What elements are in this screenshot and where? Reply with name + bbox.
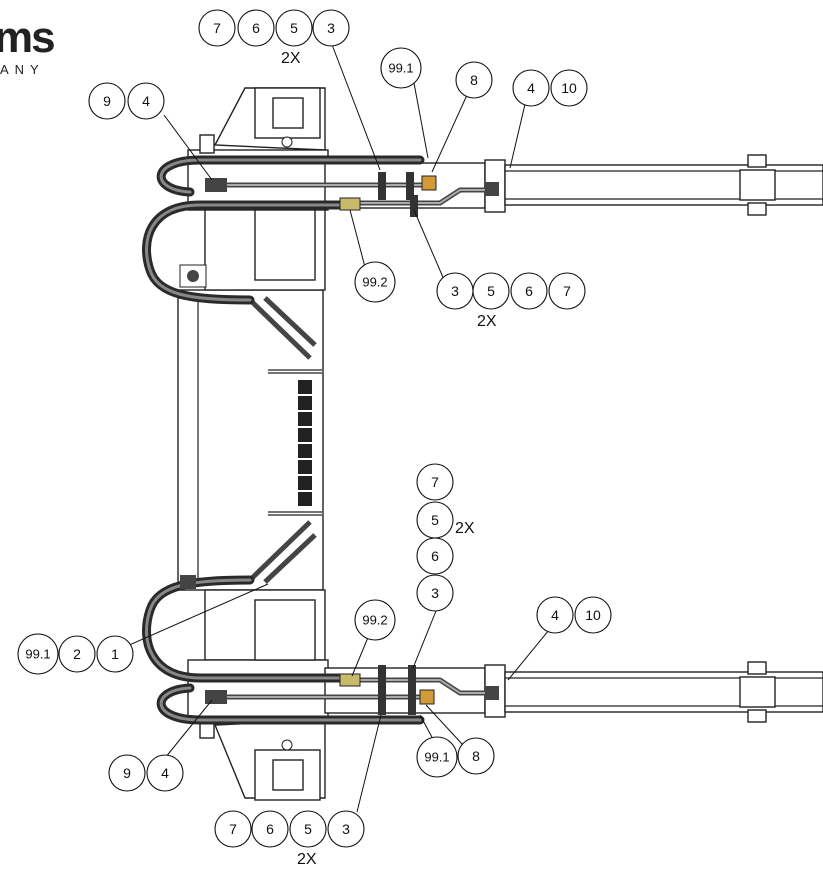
- steel-tubes: [210, 182, 495, 700]
- balloon-top-99-1: 99.1: [380, 47, 422, 89]
- balloon-mid-r-5: 5: [472, 272, 510, 310]
- balloon-bot-99-2: 99.2: [354, 599, 396, 641]
- svg-text:3: 3: [451, 283, 459, 299]
- balloon-col-3: 3: [416, 574, 454, 612]
- svg-text:10: 10: [585, 607, 601, 623]
- balloon-bot-1: 1: [96, 635, 134, 673]
- balloon-top-4r: 4: [512, 69, 550, 107]
- balloon-top-7: 7: [198, 9, 236, 47]
- bottom-arm: [324, 661, 823, 723]
- balloon-mid-r-6: 6: [510, 272, 548, 310]
- leader-lines: [126, 41, 550, 813]
- logo-main-text: ms: [0, 13, 54, 62]
- svg-text:6: 6: [431, 548, 439, 564]
- svg-text:7: 7: [431, 474, 439, 490]
- balloon-top-8: 8: [455, 61, 493, 99]
- svg-text:99.2: 99.2: [362, 275, 387, 290]
- svg-text:3: 3: [431, 585, 439, 601]
- balloon-bot-2: 2: [58, 635, 96, 673]
- balloon-bot-9: 9: [108, 754, 146, 792]
- balloon-col-5: 5: [416, 501, 454, 539]
- qty-middle: 2X: [455, 520, 475, 537]
- svg-text:2: 2: [73, 646, 81, 662]
- balloon-mid-r-7: 7: [548, 272, 586, 310]
- svg-text:6: 6: [266, 821, 274, 837]
- qty-bottom: 2X: [297, 851, 317, 868]
- balloon-top-99-2: 99.2: [354, 261, 396, 303]
- logo-sub-text: ANY: [0, 62, 45, 77]
- balloon-top-4l: 4: [127, 82, 165, 120]
- svg-text:8: 8: [472, 748, 480, 764]
- balloon-mid-r-3: 3: [436, 272, 474, 310]
- qty-top-right: 2X: [477, 313, 497, 330]
- svg-text:4: 4: [161, 765, 169, 781]
- svg-text:9: 9: [103, 93, 111, 109]
- svg-text:3: 3: [327, 20, 335, 36]
- svg-text:9: 9: [123, 765, 131, 781]
- balloon-col-6: 6: [416, 537, 454, 575]
- balloon-top-10: 10: [550, 69, 588, 107]
- balloon-bot-4r: 4: [536, 596, 574, 634]
- svg-text:6: 6: [252, 20, 260, 36]
- valve-stack: [298, 380, 312, 506]
- balloon-bot-99-1l: 99.1: [17, 633, 59, 675]
- company-logo: ms ANY: [0, 13, 56, 77]
- svg-text:4: 4: [551, 607, 559, 623]
- svg-text:4: 4: [142, 93, 150, 109]
- svg-text:1: 1: [111, 646, 119, 662]
- top-mount-bracket: [187, 87, 329, 281]
- svg-text:7: 7: [563, 283, 571, 299]
- svg-text:5: 5: [290, 20, 298, 36]
- balloon-top-6: 6: [237, 9, 275, 47]
- balloon-top-9: 9: [88, 82, 126, 120]
- balloon-bot-4l: 4: [146, 754, 184, 792]
- svg-text:6: 6: [525, 283, 533, 299]
- svg-text:5: 5: [431, 512, 439, 528]
- fittings: [179, 172, 499, 715]
- balloon-bot-6: 6: [251, 810, 289, 848]
- svg-text:99.1: 99.1: [25, 647, 50, 662]
- balloon-top-3: 3: [312, 9, 350, 47]
- svg-text:10: 10: [561, 80, 577, 96]
- balloon-bot-3: 3: [327, 810, 365, 848]
- bottom-mount-bracket: [187, 599, 329, 801]
- svg-text:7: 7: [213, 20, 221, 36]
- svg-text:7: 7: [229, 821, 237, 837]
- svg-text:5: 5: [487, 283, 495, 299]
- svg-text:99.1: 99.1: [388, 61, 413, 76]
- balloon-top-5: 5: [275, 9, 313, 47]
- balloon-bot-5: 5: [289, 810, 327, 848]
- svg-text:8: 8: [470, 72, 478, 88]
- balloon-bot-7: 7: [214, 810, 252, 848]
- svg-text:4: 4: [527, 80, 535, 96]
- balloon-bot-10: 10: [574, 596, 612, 634]
- qty-top-left: 2X: [281, 50, 301, 67]
- svg-text:3: 3: [342, 821, 350, 837]
- balloons: 7 6 5 3 2X 99.1 8 4 10 9 4 99.2 3 5 6 7 …: [17, 9, 612, 868]
- svg-text:99.1: 99.1: [424, 750, 449, 765]
- svg-text:5: 5: [304, 821, 312, 837]
- svg-text:99.2: 99.2: [362, 613, 387, 628]
- balloon-col-7: 7: [416, 463, 454, 501]
- balloon-bot-99-1r: 99.1: [416, 736, 458, 778]
- balloon-bot-8: 8: [457, 737, 495, 775]
